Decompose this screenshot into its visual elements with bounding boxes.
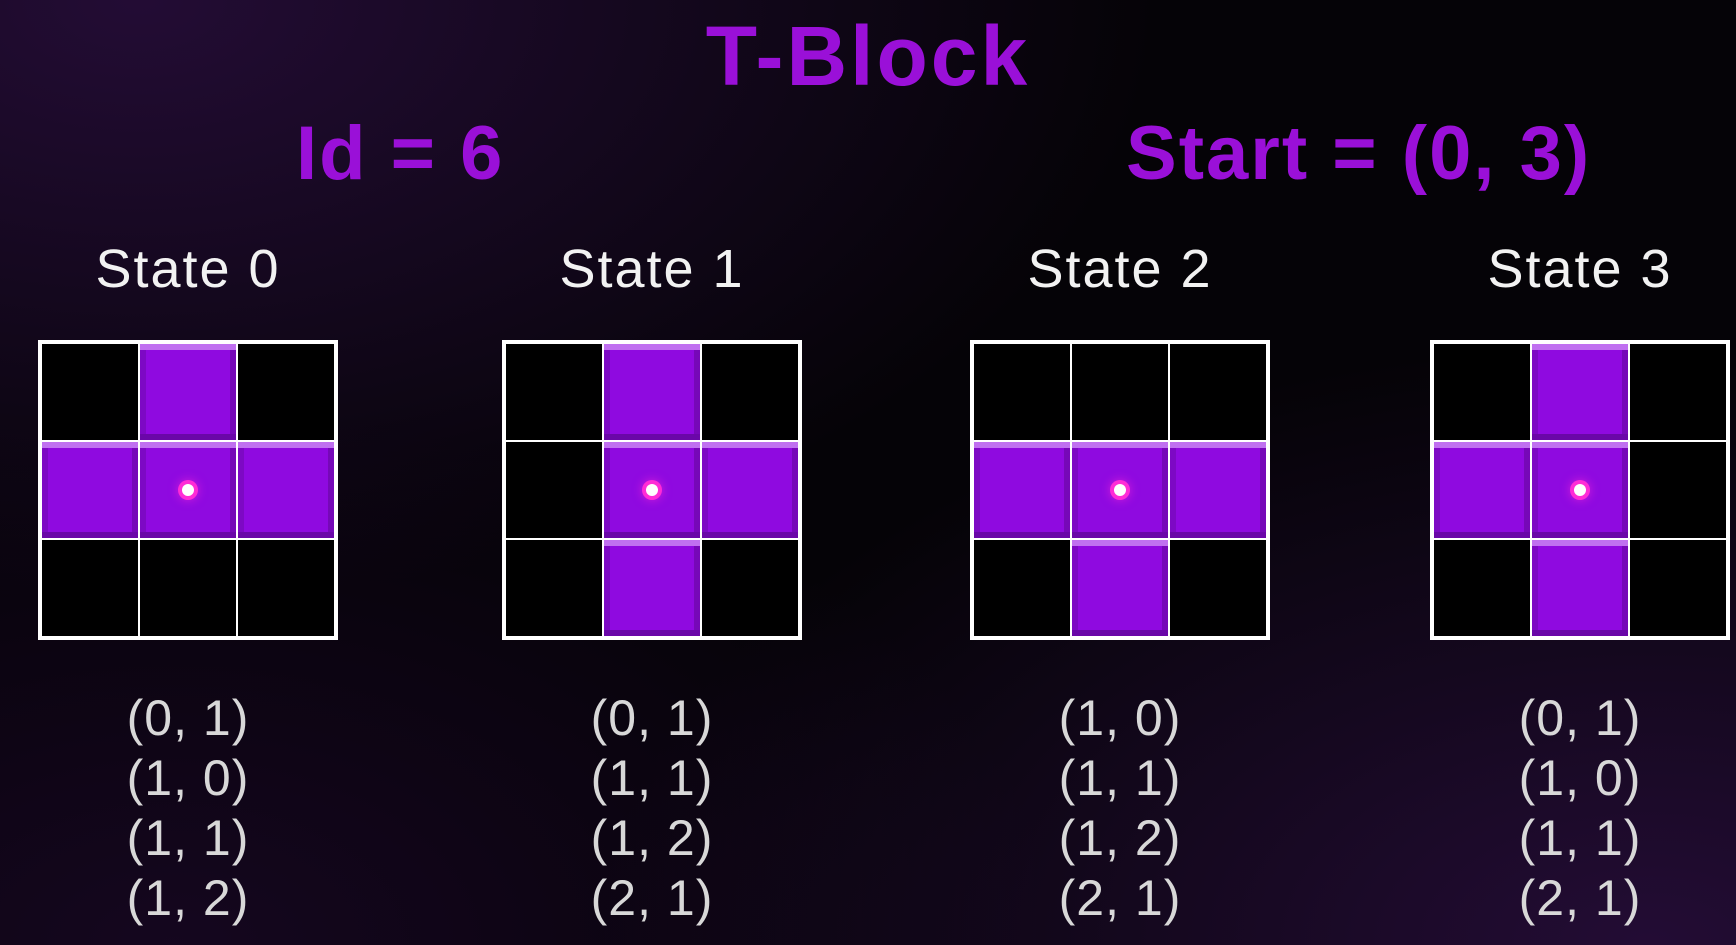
empty-cell: [505, 343, 603, 441]
block-cell: [237, 441, 335, 539]
empty-cell: [1169, 343, 1267, 441]
empty-cell: [237, 539, 335, 637]
coordinate-item: (1, 1): [590, 750, 714, 806]
coordinate-item: (1, 1): [1058, 750, 1182, 806]
block-cell: [701, 441, 799, 539]
coordinate-item: (2, 1): [1058, 870, 1182, 926]
coordinate-item: (1, 0): [1058, 690, 1182, 746]
block-cell: [1531, 441, 1629, 539]
empty-cell: [973, 343, 1071, 441]
block-cell: [1071, 441, 1169, 539]
pivot-dot-icon: [182, 484, 194, 496]
coordinate-item: (1, 2): [590, 810, 714, 866]
empty-cell: [1071, 343, 1169, 441]
coordinate-list: (0, 1) (1, 1) (1, 2) (2, 1): [502, 688, 802, 928]
block-start-label: Start = (0, 3): [1126, 111, 1592, 196]
coordinate-item: (0, 1): [590, 690, 714, 746]
block-cell: [1531, 343, 1629, 441]
block-cell: [1071, 539, 1169, 637]
coordinate-item: (1, 2): [1058, 810, 1182, 866]
state-title: State 2: [1027, 239, 1213, 299]
block-id-label: Id = 6: [296, 111, 505, 196]
block-cell: [1531, 539, 1629, 637]
state-column-2: State 2 (1, 0) (1, 1) (1, 2) (2, 1): [970, 0, 1270, 945]
state-title: State 1: [559, 239, 745, 299]
coordinate-item: (0, 1): [126, 690, 250, 746]
empty-cell: [1629, 343, 1727, 441]
empty-cell: [1433, 539, 1531, 637]
block-cell: [139, 343, 237, 441]
coordinate-item: (1, 0): [1518, 750, 1642, 806]
state-column-1: State 1 (0, 1) (1, 1) (1, 2) (2, 1): [502, 0, 802, 945]
block-cell: [973, 441, 1071, 539]
empty-cell: [139, 539, 237, 637]
block-cell: [603, 343, 701, 441]
state-grid: [970, 340, 1270, 640]
state-grid: [1430, 340, 1730, 640]
coordinate-item: (1, 0): [126, 750, 250, 806]
coordinate-list: (0, 1) (1, 0) (1, 1) (1, 2): [38, 688, 338, 928]
block-cell: [1433, 441, 1531, 539]
state-column-0: State 0 (0, 1) (1, 0) (1, 1) (1, 2): [38, 0, 338, 945]
pivot-dot-icon: [646, 484, 658, 496]
empty-cell: [701, 539, 799, 637]
block-cell: [41, 441, 139, 539]
coordinate-item: (1, 2): [126, 870, 250, 926]
coordinate-item: (1, 1): [1518, 810, 1642, 866]
block-cell: [603, 441, 701, 539]
block-cell: [139, 441, 237, 539]
empty-cell: [505, 539, 603, 637]
block-cell: [1169, 441, 1267, 539]
coordinate-item: (2, 1): [590, 870, 714, 926]
coordinate-item: (1, 1): [126, 810, 250, 866]
empty-cell: [41, 343, 139, 441]
pivot-dot-icon: [1574, 484, 1586, 496]
empty-cell: [41, 539, 139, 637]
coordinate-item: (0, 1): [1518, 690, 1642, 746]
coordinate-item: (2, 1): [1518, 870, 1642, 926]
state-column-3: State 3 (0, 1) (1, 0) (1, 1) (2, 1): [1430, 0, 1730, 945]
empty-cell: [1169, 539, 1267, 637]
block-cell: [603, 539, 701, 637]
coordinate-list: (1, 0) (1, 1) (1, 2) (2, 1): [970, 688, 1270, 928]
pivot-dot-icon: [1114, 484, 1126, 496]
empty-cell: [973, 539, 1071, 637]
state-grid: [502, 340, 802, 640]
state-title: State 3: [1487, 239, 1673, 299]
empty-cell: [1629, 441, 1727, 539]
empty-cell: [701, 343, 799, 441]
coordinate-list: (0, 1) (1, 0) (1, 1) (2, 1): [1430, 688, 1730, 928]
state-grid: [38, 340, 338, 640]
empty-cell: [1629, 539, 1727, 637]
state-title: State 0: [95, 239, 281, 299]
empty-cell: [505, 441, 603, 539]
block-title: T-Block: [705, 9, 1031, 103]
empty-cell: [237, 343, 335, 441]
empty-cell: [1433, 343, 1531, 441]
